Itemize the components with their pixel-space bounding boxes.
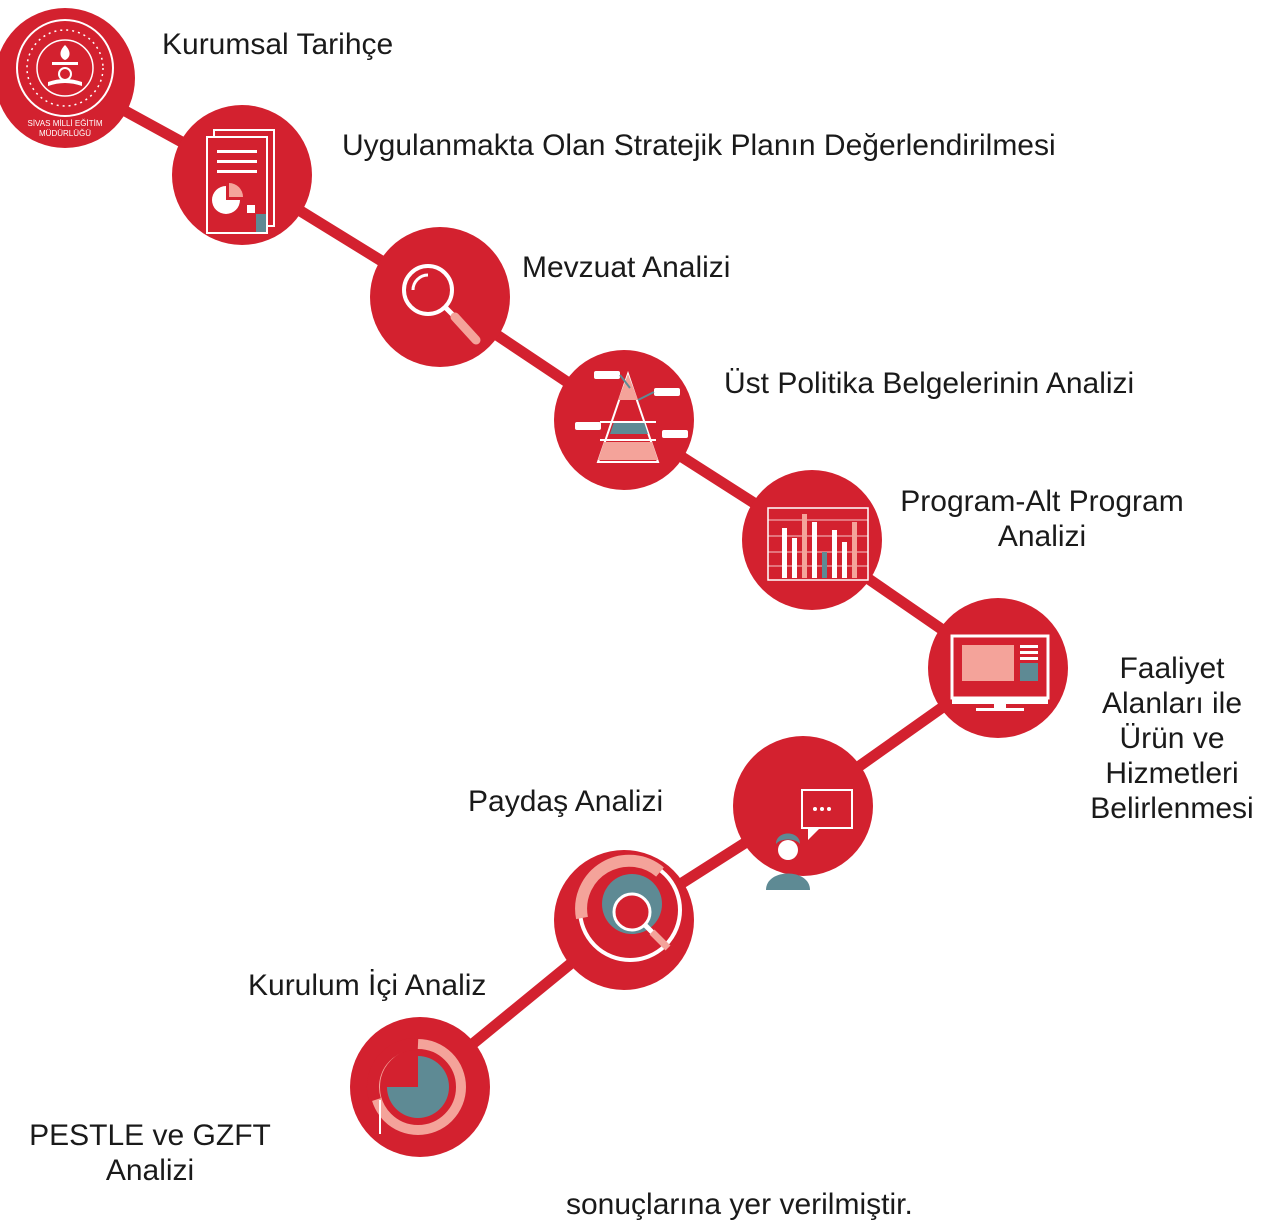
step-2-node xyxy=(172,105,312,245)
step-6-label-line4: Hizmetleri xyxy=(1105,757,1239,790)
step-9-label: PESTLE ve GZFT Analizi xyxy=(14,1118,286,1188)
step-4-label: Üst Politika Belgelerinin Analizi xyxy=(724,367,1135,400)
step-7-node xyxy=(733,736,873,890)
document-chart-icon xyxy=(206,129,275,234)
step-6-label-line1: Faaliyet xyxy=(1119,652,1225,685)
step-9-node xyxy=(350,1017,490,1157)
step-5-label-line1: Program-Alt Program xyxy=(900,485,1184,518)
step-5-node xyxy=(742,470,882,610)
step-4-node xyxy=(554,350,694,490)
step-5-label-line2: Analizi xyxy=(997,520,1087,553)
step-1-node: SİVAS MİLLİ EĞİTİM MÜDÜRLÜĞÜ xyxy=(0,8,135,148)
logo-text-line1: SİVAS MİLLİ EĞİTİM xyxy=(28,119,103,128)
step-6-label: Faaliyet Alanları ile Ürün ve Hizmetleri… xyxy=(1080,651,1264,826)
step-7-label: Paydaş Analizi xyxy=(468,785,664,818)
logo-text-line2: MÜDÜRLÜĞÜ xyxy=(39,129,91,138)
footer-text: sonuçlarına yer verilmiştir. xyxy=(566,1188,913,1221)
magnifier-ring-icon xyxy=(575,854,682,962)
step-6-label-line2: Alanları ile xyxy=(1101,687,1243,720)
step-1-label: Kurumsal Tarihçe xyxy=(162,28,394,61)
step-8-node xyxy=(554,850,694,990)
step-3-node xyxy=(370,227,510,367)
step-6-node xyxy=(928,598,1068,738)
step-9-label-line2: Analizi xyxy=(105,1154,195,1187)
monitor-icon xyxy=(950,634,1050,711)
pie-ring-icon xyxy=(367,1037,466,1135)
logo-icon: SİVAS MİLLİ EĞİTİM MÜDÜRLÜĞÜ xyxy=(16,19,114,138)
step-9-label-line1: PESTLE ve GZFT xyxy=(29,1119,271,1152)
person-speech-icon xyxy=(766,789,853,890)
pyramid-icon xyxy=(575,370,688,463)
step-3-label: Mevzuat Analizi xyxy=(522,251,731,284)
step-2-label: Uygulanmakta Olan Stratejik Planın Değer… xyxy=(342,129,1056,162)
step-8-label: Kurulum İçi Analiz xyxy=(248,969,487,1002)
magnifier-icon xyxy=(402,264,481,345)
bar-chart-icon xyxy=(767,507,869,581)
step-6-label-line5: Belirlenmesi xyxy=(1090,792,1254,825)
step-6-label-line3: Ürün ve xyxy=(1119,722,1225,755)
step-5-label: Program-Alt Program Analizi xyxy=(884,484,1200,554)
